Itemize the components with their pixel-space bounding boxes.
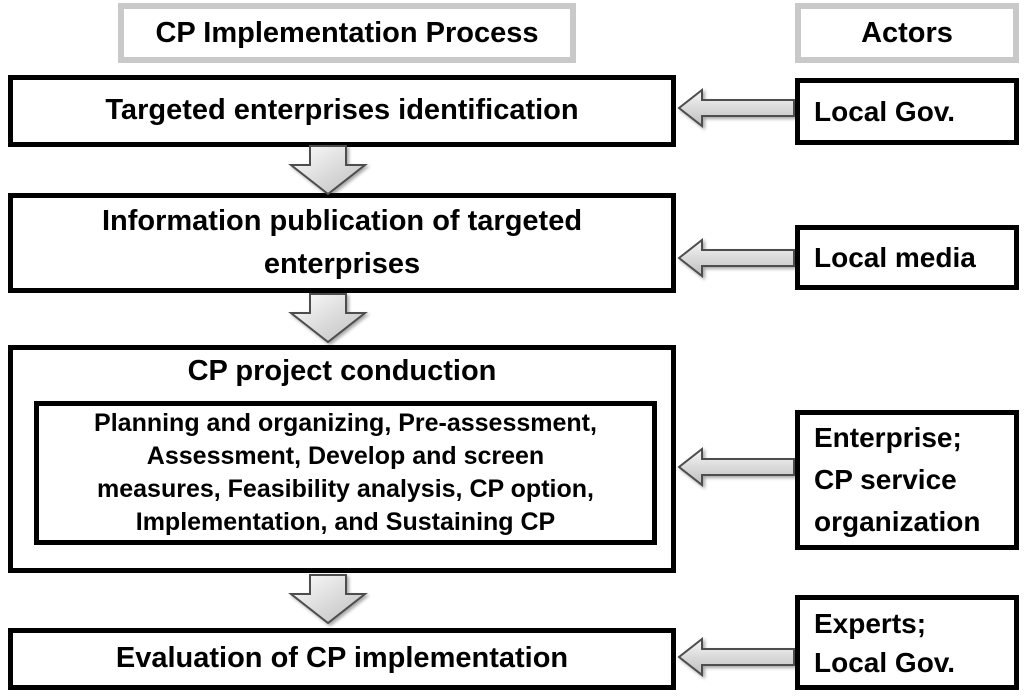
actor-local-media-box: Local media (795, 225, 1019, 290)
actor-local-media-label: Local media (814, 241, 976, 273)
step-information-publication-box: Information publication of targeted ente… (8, 193, 676, 293)
process-header-label: CP Implementation Process (155, 16, 539, 49)
left-arrow-local-gov-to-step1 (677, 88, 795, 128)
left-arrow-enterprise-to-step3 (677, 447, 795, 487)
step-cp-project-conduction-title: CP project conduction (187, 355, 497, 387)
actors-column-header: Actors (795, 3, 1019, 63)
actor-enterprise-cp-service-label: Enterprise; CP service organization (814, 422, 981, 537)
down-arrow-step2-to-step3 (288, 293, 368, 343)
process-column-header: CP Implementation Process (118, 3, 576, 63)
cp-project-detail-box: Planning and organizing, Pre-assessment,… (34, 401, 657, 545)
step-evaluation-label: Evaluation of CP implementation (115, 642, 569, 675)
actor-local-gov-box: Local Gov. (795, 78, 1019, 145)
actor-local-gov-label: Local Gov. (814, 95, 956, 127)
actor-enterprise-cp-service-box: Enterprise; CP service organization (795, 410, 1019, 550)
actor-experts-local-gov-box: Experts; Local Gov. (795, 595, 1019, 690)
step-targeted-enterprises-label: Targeted enterprises identification (105, 94, 579, 127)
down-arrow-step1-to-step2 (288, 145, 368, 195)
step-information-publication-label: Information publication of targeted ente… (101, 204, 583, 281)
step-cp-project-conduction-box: CP project conduction Planning and organ… (8, 345, 676, 573)
step-targeted-enterprises-box: Targeted enterprises identification (8, 75, 676, 147)
down-arrow-step3-to-step4 (288, 574, 368, 624)
left-arrow-local-media-to-step2 (677, 238, 795, 278)
step-evaluation-box: Evaluation of CP implementation (8, 628, 676, 690)
cp-project-detail-text: Planning and organizing, Pre-assessment,… (94, 409, 597, 536)
actors-header-label: Actors (861, 16, 953, 49)
left-arrow-experts-to-step4 (677, 637, 795, 677)
actor-experts-local-gov-label: Experts; Local Gov. (814, 607, 956, 678)
